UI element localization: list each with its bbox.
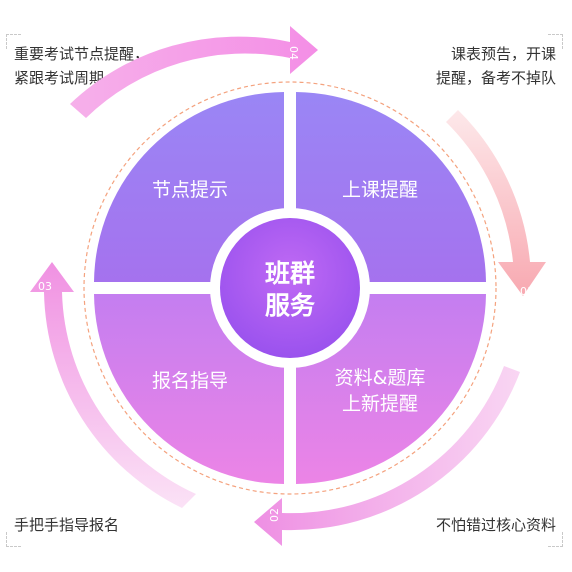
arrow-04	[70, 26, 318, 118]
quadrant-label-bottom-right: 资料&题库 上新提醒	[315, 365, 445, 417]
note-bottom-right: 不怕错过核心资料	[435, 516, 556, 534]
quadrant-label-bottom-left: 报名指导	[151, 370, 228, 392]
arrow-01	[446, 110, 546, 296]
center-label-line2: 服务	[264, 291, 315, 320]
note-top-left-line1: 重要考试节点提醒，	[14, 45, 150, 63]
dashed-ring	[83, 81, 497, 495]
note-top-right-line2: 提醒，备考不掉队	[435, 69, 556, 87]
quadrant-label-bottom-right-line2: 上新提醒	[341, 393, 418, 415]
arrow-number-01: 01	[520, 285, 534, 298]
note-top-right-line1: 课表预告，开课	[450, 45, 556, 63]
arrow-number-03: 03	[38, 280, 52, 293]
note-bottom-left: 手把手指导报名	[14, 516, 120, 534]
arrow-02	[254, 366, 520, 546]
quadrant-label-top-right: 上课提醒	[341, 179, 418, 201]
note-bracket-top-right	[548, 34, 563, 49]
quadrant-label-top-left: 节点提示	[151, 179, 228, 201]
arrow-03	[30, 262, 196, 508]
arrow-number-04: 04	[287, 46, 300, 60]
note-bracket-top-left	[6, 34, 21, 49]
note-bracket-bottom-right	[548, 532, 563, 547]
arrow-number-02: 02	[268, 508, 281, 522]
note-bracket-bottom-left	[6, 532, 21, 547]
note-top-right: 课表预告，开课 提醒，备考不掉队	[414, 42, 556, 90]
center-label: 班群 服务	[220, 220, 360, 360]
note-top-left: 重要考试节点提醒， 紧跟考试周期	[14, 42, 149, 90]
note-top-left-line2: 紧跟考试周期	[14, 69, 105, 87]
quadrant-label-bottom-right-line1: 资料&题库	[334, 367, 426, 389]
center-circle	[220, 218, 360, 358]
center-label-line1: 班群	[264, 259, 315, 288]
